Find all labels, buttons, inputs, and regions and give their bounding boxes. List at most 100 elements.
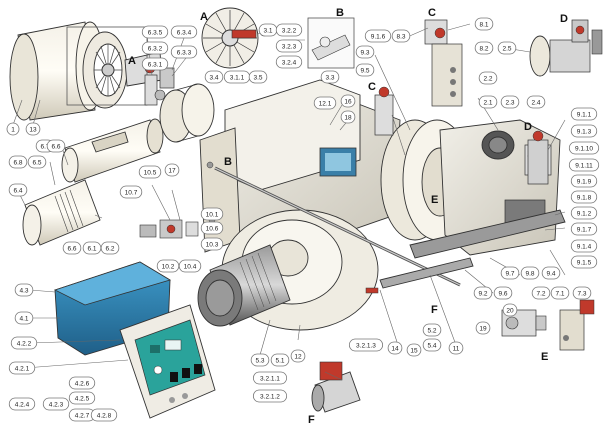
callout-p9-1-6: 9.1.6 [364, 29, 392, 43]
callout-p20: 20 [502, 303, 518, 317]
callout-label: 8.1 [479, 21, 488, 28]
callout-p6-6b: 6.6 [62, 241, 82, 255]
callout-label: 5.2 [427, 327, 436, 334]
callout-label: 6.3.4 [177, 29, 192, 36]
callout-label: 6.6 [67, 245, 76, 252]
callout-p9-1-9: 9.1.9 [570, 174, 598, 188]
callout-p6-3-5: 6.3.5 [141, 25, 169, 39]
callout-label: 3.2.1.3 [356, 342, 376, 349]
callout-label: 4.2.7 [75, 412, 90, 419]
callout-label: 9.1.1 [577, 111, 592, 118]
callout-p10-5: 10.5 [138, 165, 162, 179]
callout-label: 8.2 [479, 45, 488, 52]
oil-pump-cylinder [22, 179, 101, 246]
fan-wheel-detail [201, 7, 269, 69]
callout-p9-3: 9.3 [355, 45, 375, 59]
callout-p13: 13 [25, 122, 41, 136]
callout-p9-1-4: 9.1.4 [570, 239, 598, 253]
callout-label: 20 [506, 307, 514, 314]
callout-label: 2.5 [502, 45, 511, 52]
callout-p10-3: 10.3 [200, 237, 224, 251]
callout-label: 2.1 [483, 99, 492, 106]
callout-label: 4.2.5 [75, 395, 90, 402]
callout-label: 3.1.1 [230, 74, 245, 81]
callout-p16: 16 [340, 94, 356, 108]
detail-c-mid-valve [374, 86, 394, 136]
callout-p2-3: 2.3 [500, 95, 520, 109]
callout-p15: 15 [406, 343, 422, 357]
callout-label: 12 [294, 353, 302, 360]
callout-p18: 18 [340, 110, 356, 124]
callout-label: 9.1.5 [577, 259, 592, 266]
callout-p10-2: 10.2 [156, 259, 180, 273]
valve-block-e [559, 299, 595, 351]
callout-p9-6: 9.6 [493, 286, 513, 300]
callout-p9-1-8: 9.1.8 [570, 190, 598, 204]
callout-label: 18 [344, 114, 352, 121]
callout-p1: 1 [6, 122, 20, 136]
callout-label: 3.5 [253, 74, 262, 81]
callout-p9-4: 9.4 [541, 266, 561, 280]
letter-a-top: A [200, 11, 208, 23]
detail-d-mid-valve [527, 130, 549, 185]
callout-p9-8: 9.8 [520, 266, 540, 280]
fan-motor [197, 244, 291, 327]
callout-label: 9.2 [478, 290, 487, 297]
callout-label: 9.1.6 [371, 33, 386, 40]
callout-label: 4.2.8 [97, 412, 112, 419]
callout-label: 6.7 [40, 143, 49, 150]
callout-label: 9.1.7 [577, 226, 592, 233]
callout-p3-2-4: 3.2.4 [275, 55, 303, 69]
callout-p4-2-4: 4.2.4 [8, 397, 36, 411]
callout-p9-1-11: 9.1.11 [568, 158, 600, 172]
callout-label: 4.1 [19, 315, 28, 322]
callout-label: 6.5 [32, 159, 41, 166]
callout-label: 4.2.6 [75, 380, 90, 387]
callout-label: 3.2.2 [282, 27, 297, 34]
callout-label: 10.5 [144, 169, 157, 176]
callout-p7-2: 7.2 [531, 286, 551, 300]
callout-p6-4: 6.4 [8, 183, 28, 197]
callout-label: 9.1.10 [575, 145, 593, 152]
callout-label: 9.1.3 [577, 128, 592, 135]
callout-label: 3.2.4 [282, 59, 297, 66]
letter-e-bottom: E [541, 351, 548, 363]
callout-p9-1-5: 9.1.5 [570, 255, 598, 269]
callout-p9-1-2: 9.1.2 [570, 206, 598, 220]
callout-p11: 11 [448, 341, 464, 355]
control-panel [53, 261, 216, 419]
callout-label: 10.2 [162, 263, 175, 270]
callout-label: 3.1 [263, 27, 272, 34]
callout-label: 9.1.4 [577, 243, 592, 250]
callout-p6-3-4: 6.3.4 [170, 25, 198, 39]
callout-label: 9.1.8 [577, 194, 592, 201]
callout-p2-4: 2.4 [526, 95, 546, 109]
callout-p9-1-10: 9.1.10 [568, 141, 600, 155]
electrode-rod [214, 166, 461, 287]
callout-p2-2: 2.2 [478, 71, 498, 85]
callout-p10-7: 10.7 [119, 185, 143, 199]
callout-label: 6.2 [105, 245, 114, 252]
callout-label: 3.2.3 [282, 43, 297, 50]
callout-label: 2.2 [483, 75, 492, 82]
callout-p6-3-2: 6.3.2 [141, 41, 169, 55]
letter-c-top: C [428, 7, 436, 19]
callout-p4-2-3: 4.2.3 [42, 397, 70, 411]
callout-p3-5: 3.5 [248, 70, 268, 84]
callout-p4-2-1: 4.2.1 [8, 361, 36, 375]
letter-f-mid: F [431, 304, 438, 316]
callout-label: 6.1 [87, 245, 96, 252]
callout-label: 10.7 [125, 189, 138, 196]
callout-label: 6.6 [51, 143, 60, 150]
callout-p14: 14 [387, 341, 403, 355]
callout-label: 11 [453, 345, 460, 352]
callout-label: 9.8 [525, 270, 534, 277]
callout-p2-5: 2.5 [497, 41, 517, 55]
callout-label: 2.4 [531, 99, 540, 106]
callout-label: 7.1 [555, 290, 564, 297]
callout-p8-2: 8.2 [474, 41, 494, 55]
callout-p6-2: 6.2 [100, 241, 120, 255]
callout-p9-2: 9.2 [473, 286, 493, 300]
